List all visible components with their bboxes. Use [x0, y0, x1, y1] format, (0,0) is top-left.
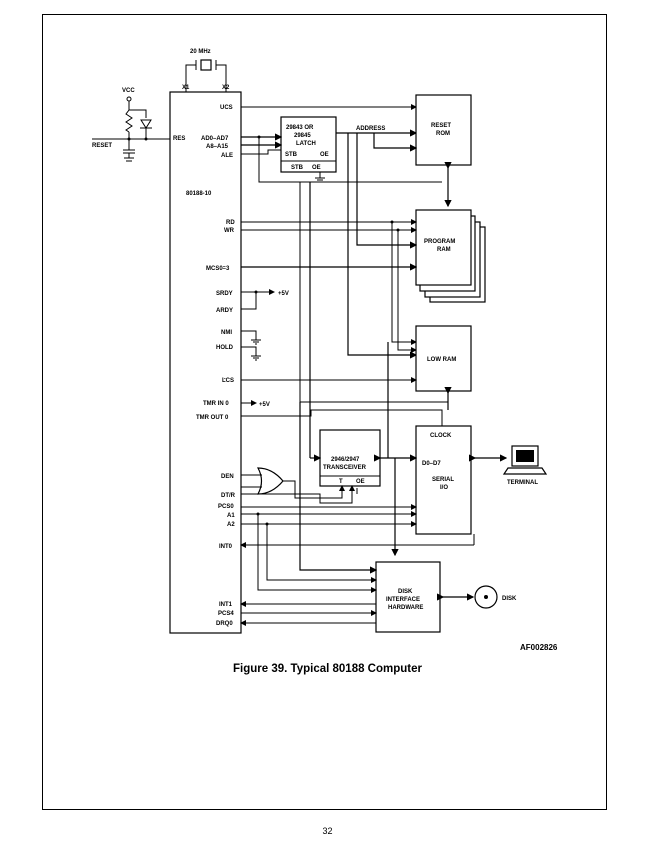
- pin-srdy: SRDY: [216, 291, 233, 297]
- disk-icon: [474, 585, 498, 609]
- pin-a1: A1: [227, 513, 235, 519]
- xcvr-label-2: TRANSCEIVER: [323, 465, 367, 471]
- pin-dtr: DT/R: [221, 493, 236, 499]
- serial-io-block: [415, 425, 472, 535]
- pin-ucs: UCS: [220, 105, 233, 111]
- disk-label: DISK: [502, 596, 517, 602]
- page-frame: [42, 14, 607, 810]
- pin-res: RES: [173, 136, 185, 142]
- pin-a2: A2: [227, 522, 235, 528]
- pin-wr: WR: [224, 228, 235, 234]
- nmi-hold-grounds: [241, 330, 261, 361]
- pin-hold: HOLD: [216, 345, 234, 351]
- cpu-label: 80188-10: [186, 191, 212, 197]
- pin-ale: ALE: [221, 153, 233, 159]
- figure-caption: Figure 39. Typical 80188 Computer: [233, 663, 422, 675]
- pin-pcs4: PCS4: [218, 611, 234, 617]
- pin-int0: INT0: [219, 544, 233, 550]
- latch-oe-2: OE: [312, 165, 321, 171]
- xcvr-oe: OE: [356, 479, 365, 485]
- pin-int1: INT1: [219, 602, 233, 608]
- rom-label-1: RESET: [431, 123, 451, 129]
- latch-label-1: 29843 OR: [286, 125, 314, 131]
- xcvr-t: T: [339, 479, 343, 485]
- plus5v-ready: +5V: [278, 291, 289, 297]
- xcvr-label-1: 2946/2947: [331, 457, 360, 463]
- vcc-label: VCC: [122, 88, 135, 94]
- crystal-label: 20 MHz: [190, 49, 211, 55]
- pin-lcs: LCS: [222, 378, 234, 384]
- x1-label: X1: [182, 85, 190, 91]
- latch-label-3: LATCH: [296, 141, 316, 147]
- latch-stb: STB: [285, 152, 298, 158]
- clock-label: CLOCK: [430, 433, 452, 439]
- lowram-label: LOW RAM: [427, 357, 456, 363]
- pin-nmi: NMI: [221, 330, 232, 336]
- pin-a8: A8–A15: [206, 144, 229, 150]
- d0d7-label: D0–D7: [422, 461, 441, 467]
- pin-tmrout: TMR OUT 0: [196, 415, 229, 421]
- terminal-icon: [502, 445, 548, 475]
- pram-label-2: RAM: [437, 247, 451, 253]
- pin-rd: RD: [226, 220, 235, 226]
- pin-tmrin: TMR IN 0: [203, 401, 229, 407]
- crystal-oscillator: [185, 59, 227, 92]
- or-gate: [256, 467, 284, 495]
- reset-circuit: [92, 96, 170, 162]
- page-number: 32: [322, 826, 333, 836]
- pram-label-1: PROGRAM: [424, 239, 455, 245]
- x2-label: X2: [222, 85, 230, 91]
- pin-drq0: DRQ0: [216, 621, 233, 627]
- serial-label-2: I/O: [440, 485, 448, 491]
- pin-den: DEN: [221, 474, 234, 480]
- reset-label: RESET: [92, 143, 112, 149]
- disk-label-2: INTERFACE: [386, 597, 420, 603]
- pin-pcs0: PCS0: [218, 504, 234, 510]
- latch-label-2: 29845: [294, 133, 311, 139]
- disk-label-3: HARDWARE: [388, 605, 423, 611]
- disk-interface-block: [375, 561, 441, 633]
- pin-mcs: MCS0–3: [206, 266, 230, 272]
- rom-label-2: ROM: [436, 131, 450, 137]
- reset-rom-block: [415, 94, 472, 166]
- cpu-80188-block: [169, 91, 242, 634]
- pin-ardy: ARDY: [216, 308, 233, 314]
- low-ram-block: [415, 325, 472, 392]
- serial-label-1: SERIAL: [432, 477, 454, 483]
- pin-ad: AD0–AD7: [201, 136, 229, 142]
- terminal-label: TERMINAL: [507, 480, 538, 486]
- latch-stb-2: STB: [291, 165, 304, 171]
- plus5v-tmr: +5V: [259, 402, 270, 408]
- latch-oe: OE: [320, 152, 329, 158]
- address-label: ADDRESS: [356, 126, 385, 132]
- figure-code: AF002826: [520, 643, 558, 652]
- disk-label-1: DISK: [398, 589, 413, 595]
